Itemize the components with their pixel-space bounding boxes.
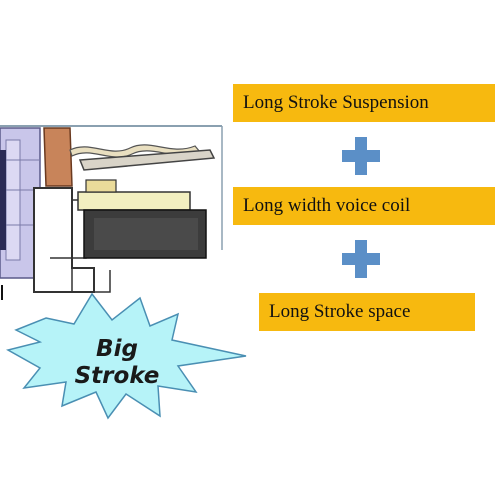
feature-label: Long Stroke Suspension (243, 92, 429, 113)
feature-label: Long width voice coil (243, 195, 411, 216)
plus-icon (342, 137, 380, 175)
speaker-cross-section-diagram (0, 125, 223, 300)
big-stroke-label: Big Stroke (62, 336, 172, 390)
burst-line-2: Stroke (74, 363, 160, 389)
feature-label: Long Stroke space (269, 301, 411, 322)
feature-box-stroke-space: Long Stroke space (259, 293, 475, 331)
starburst-shape (5, 292, 247, 420)
plus-icon (342, 240, 380, 278)
feature-box-voice-coil: Long width voice coil (233, 187, 495, 225)
burst-line-1: Big (96, 336, 138, 362)
feature-box-suspension: Long Stroke Suspension (233, 84, 495, 122)
